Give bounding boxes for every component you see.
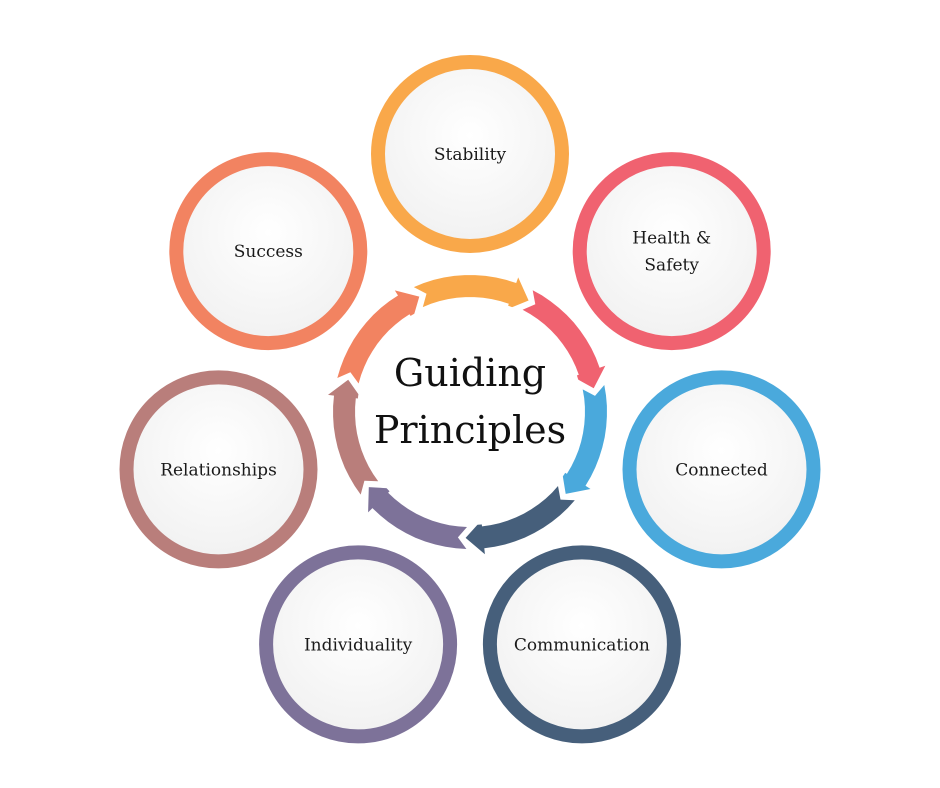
cycle-segment-health-safety [522, 290, 606, 389]
node-circle-individuality [259, 545, 458, 744]
node-label-individuality: Individuality [304, 635, 413, 655]
node-communication: Communication [482, 545, 681, 744]
node-circle-health-safety [572, 152, 771, 351]
node-label-relationships: Relationships [160, 460, 277, 480]
node-individuality: Individuality [259, 545, 458, 744]
node-relationships: Relationships [119, 370, 318, 569]
node-circle-communication [482, 545, 681, 744]
cycle-segment-connected [561, 385, 607, 494]
cycle-segment-individuality [368, 487, 467, 549]
node-label-health-safety-line-1: Health & [632, 229, 711, 249]
node-circle-success [169, 152, 368, 351]
node-label-stability: Stability [434, 145, 507, 165]
node-stability: Stability [371, 55, 569, 253]
node-circle-stability [371, 55, 569, 253]
node-connected: Connected [622, 370, 821, 569]
cycle-segment-communication [465, 486, 575, 555]
center-cycle-ring [328, 275, 607, 555]
cycle-segment-success [337, 290, 420, 384]
node-label-communication: Communication [514, 635, 650, 655]
node-label-connected: Connected [675, 460, 768, 480]
cycle-segment-stability [413, 275, 529, 310]
node-label-health-safety-line-2: Safety [644, 256, 699, 276]
node-success: Success [169, 152, 368, 351]
node-circle-connected [622, 370, 821, 569]
center-title-line-1: Guiding [394, 351, 546, 395]
node-health-safety: Health & Safety [572, 152, 771, 351]
cycle-segment-relationships [328, 379, 379, 495]
center-hub: Guiding Principles [357, 299, 583, 525]
node-circle-relationships [119, 370, 318, 569]
center-disc [357, 299, 583, 525]
node-label-success: Success [234, 242, 303, 262]
center-title-line-2: Principles [374, 408, 566, 452]
